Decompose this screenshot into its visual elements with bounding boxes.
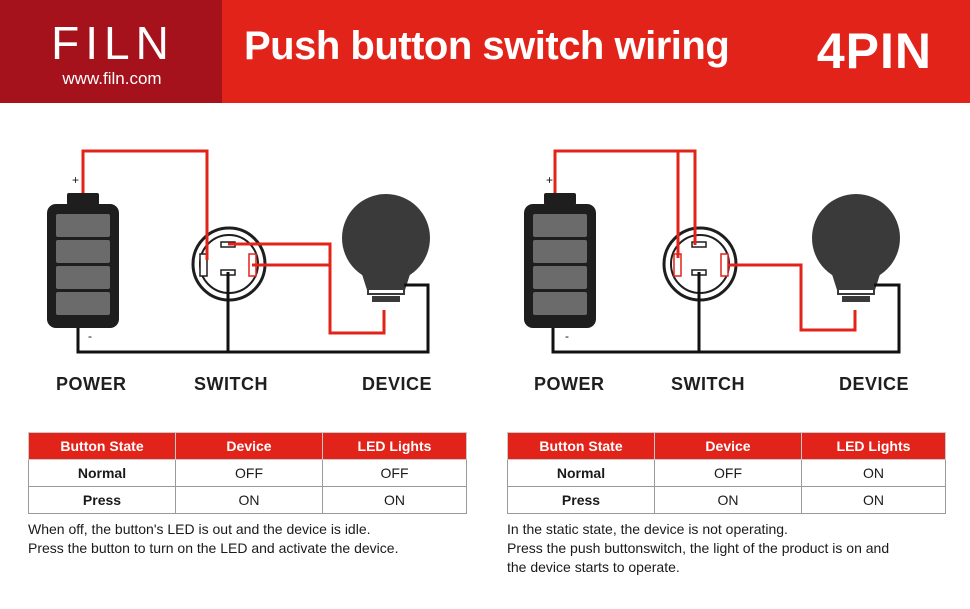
table-cell: ON xyxy=(654,486,802,514)
wires xyxy=(76,149,430,354)
pin-count-label: 4PIN xyxy=(816,23,932,79)
battery-plus-sign: + xyxy=(72,173,79,187)
battery-plus-sign: + xyxy=(546,173,553,187)
right-switch-label: SWITCH xyxy=(671,374,745,394)
table-cell: ON xyxy=(801,459,946,487)
device-lamp-icon xyxy=(342,194,430,302)
left-description: When off, the button's LED is out and th… xyxy=(28,520,473,558)
right-device-label: DEVICE xyxy=(839,374,910,394)
table-cell: OFF xyxy=(322,459,467,487)
table-header-cell: LED Lights xyxy=(322,432,467,460)
table-cell: ON xyxy=(175,486,323,514)
battery-minus-sign: - xyxy=(88,329,92,343)
left-power-label: POWER xyxy=(56,374,127,394)
table-header-cell: Device xyxy=(654,432,802,460)
table-header-cell: LED Lights xyxy=(801,432,946,460)
brand-logo: FILN xyxy=(51,17,175,69)
device-lamp-icon xyxy=(812,194,900,302)
right-wiring-diagram: + - xyxy=(524,149,901,354)
battery-minus-sign: - xyxy=(565,329,569,343)
table-header-row: Button State Device LED Lights xyxy=(507,432,946,460)
left-device-label: DEVICE xyxy=(362,374,433,394)
push-switch-icon xyxy=(662,226,738,302)
battery-icon xyxy=(524,193,596,328)
brand-box: FILN www.filn.com xyxy=(0,0,222,103)
note-line: Press the button to turn on the LED and … xyxy=(28,540,399,556)
left-state-table: Button State Device LED Lights Normal OF… xyxy=(28,432,467,514)
note-line: Press the push buttonswitch, the light o… xyxy=(507,540,890,556)
wires xyxy=(551,149,901,354)
page-title: Push button switch wiring xyxy=(244,24,730,68)
note-line: In the static state, the device is not o… xyxy=(507,521,788,537)
table-cell: ON xyxy=(801,486,946,514)
table-header-cell: Button State xyxy=(507,432,655,460)
right-power-label: POWER xyxy=(534,374,605,394)
table-header-cell: Device xyxy=(175,432,323,460)
right-state-table: Button State Device LED Lights Normal OF… xyxy=(507,432,946,514)
table-row: Press ON ON xyxy=(507,486,946,514)
table-header-cell: Button State xyxy=(28,432,176,460)
table-cell: OFF xyxy=(175,459,323,487)
left-wiring-diagram: + - xyxy=(47,149,430,354)
battery-icon xyxy=(47,193,119,328)
table-cell: Press xyxy=(28,486,176,514)
table-row: Normal OFF ON xyxy=(507,459,946,487)
table-cell: Normal xyxy=(28,459,176,487)
table-header-row: Button State Device LED Lights xyxy=(28,432,467,460)
table-cell: Press xyxy=(507,486,655,514)
note-line: When off, the button's LED is out and th… xyxy=(28,521,371,537)
table-cell: ON xyxy=(322,486,467,514)
left-switch-label: SWITCH xyxy=(194,374,268,394)
table-cell: OFF xyxy=(654,459,802,487)
note-line: the device starts to operate. xyxy=(507,559,680,575)
header-banner: FILN www.filn.com Push button switch wir… xyxy=(0,0,970,103)
right-description: In the static state, the device is not o… xyxy=(507,520,952,577)
table-row: Normal OFF OFF xyxy=(28,459,467,487)
brand-url: www.filn.com xyxy=(62,69,162,88)
table-row: Press ON ON xyxy=(28,486,467,514)
table-cell: Normal xyxy=(507,459,655,487)
